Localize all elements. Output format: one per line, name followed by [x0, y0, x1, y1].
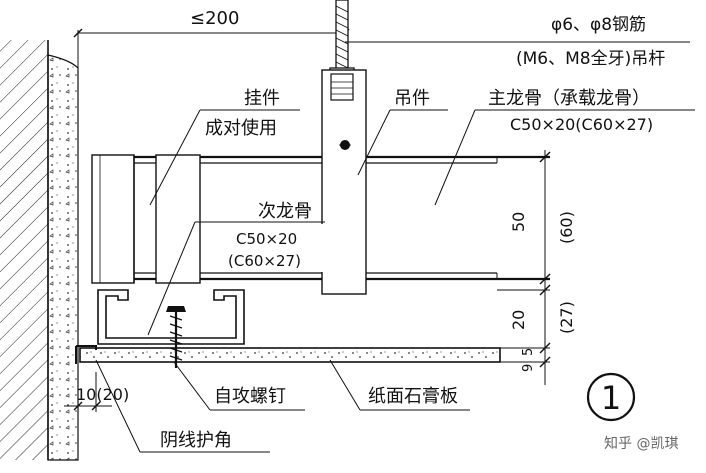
detail-number: 1 — [601, 379, 621, 417]
main-keel-title: 主龙骨（承载龙骨） — [488, 88, 650, 109]
secondary-keel-spec2: (C60×27) — [228, 252, 301, 270]
rod-label-line2: (M6、M8全牙)吊杆 — [516, 49, 665, 69]
rod-callout: φ6、φ8钢筋 (M6、M8全牙)吊杆 — [345, 15, 690, 69]
hanger-callout: 挂件 成对使用 — [149, 88, 300, 206]
vertical-dimensions: 50 (60) 20 (27) 9 5 — [497, 150, 576, 385]
suspender-callout: 吊件 — [357, 88, 448, 176]
dim-sub-height: 20 — [509, 310, 528, 330]
dim-main-height-alt: (60) — [557, 211, 576, 244]
secondary-keel-callout: 次龙骨 C50×20 (C60×27) — [147, 201, 326, 336]
corner-dim-label: 10(20) — [76, 385, 129, 404]
corner-guard — [75, 345, 97, 364]
dim-board-a: 9 — [521, 364, 536, 372]
corner-dimension: 10(20) 阴线护角 — [64, 359, 270, 453]
secondary-keel-spec1: C50×20 — [236, 230, 297, 248]
gypsum-label: 纸面石膏板 — [368, 385, 458, 407]
wall-hatch — [0, 40, 48, 460]
rod-label-line1: φ6、φ8钢筋 — [551, 15, 646, 35]
secondary-keel — [97, 289, 245, 345]
screw-callout: 自攻螺钉 — [173, 361, 305, 411]
wall-plaster — [47, 54, 79, 461]
suspender-clip — [321, 69, 367, 295]
spacing-label: ≤200 — [190, 8, 239, 29]
hanger-title: 挂件 — [244, 88, 280, 109]
gypsum-callout: 纸面石膏板 — [329, 359, 470, 411]
detail-number-badge: 1 — [586, 372, 636, 422]
hanger-subtitle: 成对使用 — [205, 118, 277, 139]
spacing-dimension: ≤200 — [73, 8, 350, 72]
watermark-text: 知乎 @凯琪 — [604, 435, 678, 452]
suspender-label: 吊件 — [394, 88, 430, 109]
main-keel-callout: 主龙骨（承载龙骨） C50×20(C60×27) — [434, 88, 695, 206]
corner-guard-label: 阴线护角 — [160, 430, 232, 451]
hanger-clip — [91, 154, 201, 284]
dim-board-b: 5 — [521, 348, 536, 356]
dim-main-height: 50 — [509, 212, 528, 232]
dim-sub-height-alt: (27) — [557, 301, 576, 334]
wall — [0, 40, 79, 461]
main-keel-spec: C50×20(C60×27) — [510, 115, 653, 134]
screw-label: 自攻螺钉 — [214, 386, 286, 407]
gypsum-board — [79, 347, 550, 363]
secondary-keel-title: 次龙骨 — [258, 201, 312, 222]
